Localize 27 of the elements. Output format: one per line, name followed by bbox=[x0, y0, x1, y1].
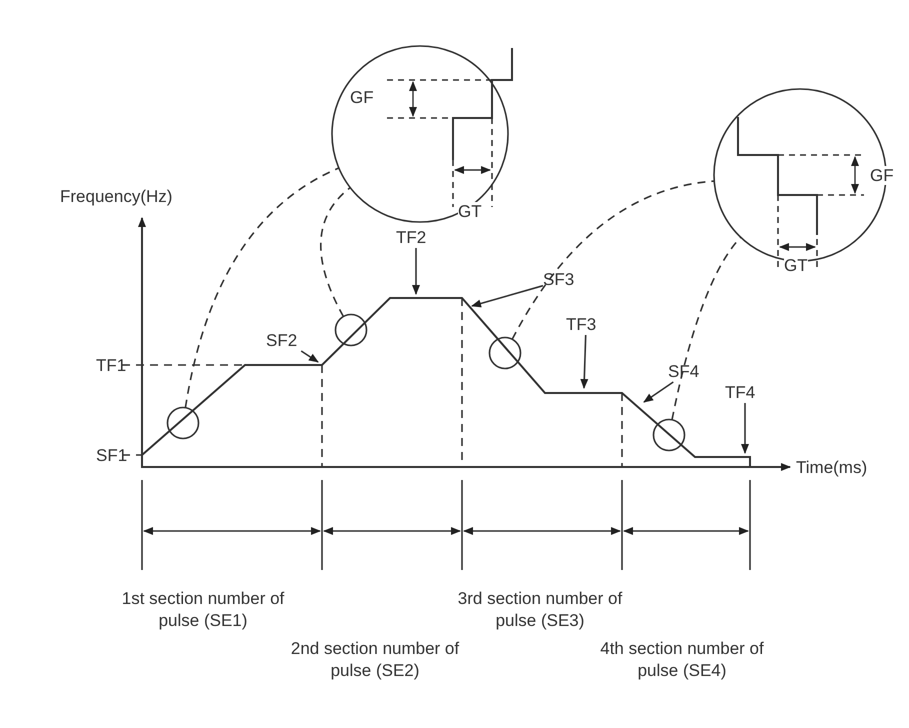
axis-label: Frequency(Hz) bbox=[60, 187, 172, 206]
leader-line bbox=[471, 284, 544, 308]
section-label: 1st section number of pulse (SE1) bbox=[120, 588, 286, 632]
dimension-label: GF bbox=[870, 166, 894, 185]
curve-label: SF2 bbox=[266, 331, 306, 351]
level-label: TF1 bbox=[96, 356, 126, 375]
leader-line bbox=[412, 248, 420, 295]
leader-line bbox=[580, 334, 588, 389]
curve-label: TF2 bbox=[396, 228, 436, 248]
leader-line bbox=[320, 187, 351, 317]
curve-label: SF3 bbox=[543, 270, 583, 290]
section-label: 2nd section number of pulse (SE2) bbox=[290, 638, 460, 682]
leader-line bbox=[643, 381, 674, 403]
leader-line bbox=[512, 180, 714, 340]
highlight-circle bbox=[334, 313, 368, 347]
leader-line bbox=[741, 403, 749, 454]
section-label: 3rd section number of pulse (SE3) bbox=[456, 588, 624, 632]
highlight-circle bbox=[166, 406, 200, 440]
section-label: 4th section number of pulse (SE4) bbox=[599, 638, 765, 682]
curve-label: TF3 bbox=[566, 315, 606, 335]
leader-line bbox=[184, 167, 340, 408]
axis-label: Time(ms) bbox=[796, 458, 868, 477]
highlight-circle bbox=[652, 418, 686, 452]
curve-label: TF4 bbox=[725, 383, 765, 403]
highlight-circle bbox=[488, 336, 522, 370]
leader-line bbox=[300, 350, 319, 363]
level-label: SF1 bbox=[96, 446, 128, 465]
